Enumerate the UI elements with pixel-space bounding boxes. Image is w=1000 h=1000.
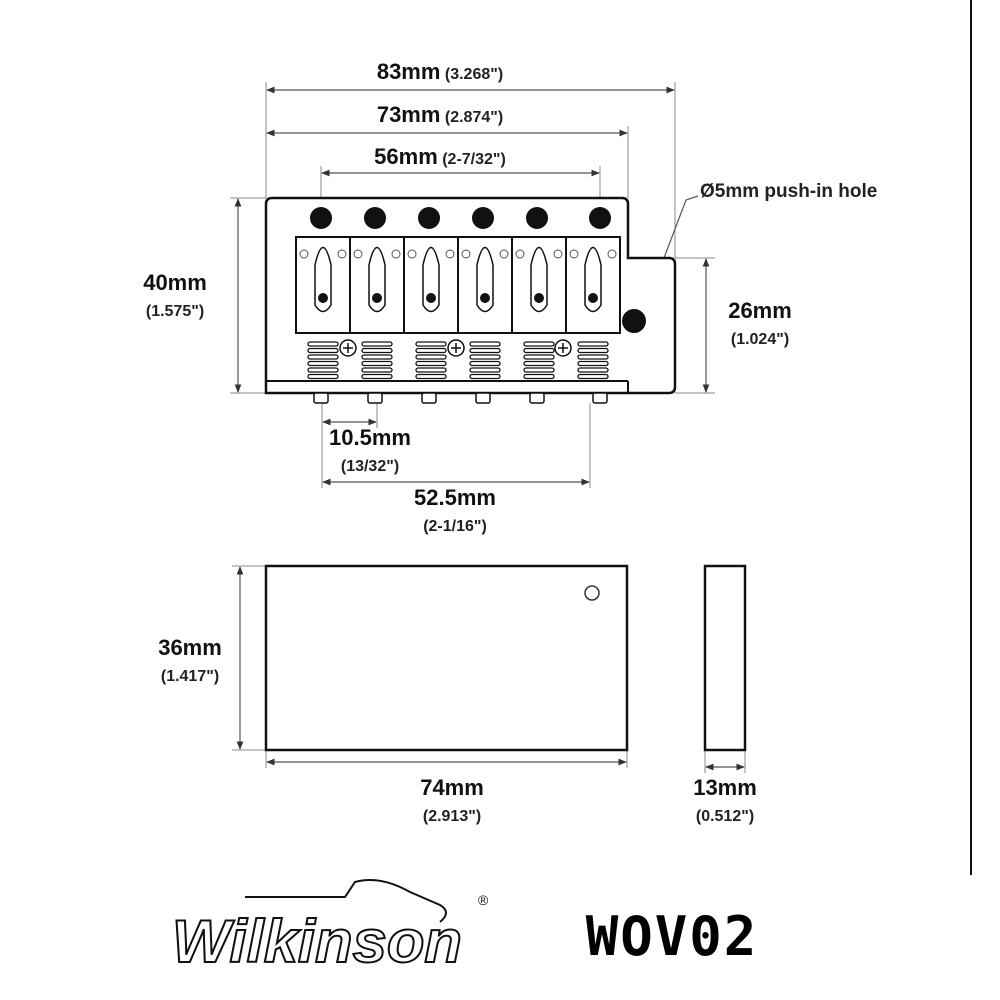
string-hole: [418, 207, 440, 229]
spring-coil: [469, 360, 501, 367]
string-hole: [472, 207, 494, 229]
spring-coil: [469, 367, 501, 373]
saddle-height-screw: [499, 249, 509, 259]
saddle-height-screw: [299, 249, 309, 259]
spring-coil: [469, 354, 501, 360]
spring-coil: [469, 341, 501, 347]
saddle-height-screw: [569, 249, 579, 259]
push-in-hole: [622, 309, 646, 333]
spring-coil: [415, 373, 447, 380]
dim-10-5: 10.5mm: [329, 425, 411, 450]
dim-26-in: (1.024"): [731, 331, 789, 348]
intonation-screw: [421, 392, 437, 404]
dim-40: 40mm: [143, 270, 207, 295]
saddle-height-screw: [553, 249, 563, 259]
spring-coil: [361, 354, 393, 360]
saddle-height-screw: [337, 249, 347, 259]
intonation-screw: [367, 392, 383, 404]
saddles: [295, 236, 621, 404]
wilkinson-logo: Wilkinson ®: [171, 879, 489, 976]
spring-coil: [577, 373, 609, 380]
string-ball: [534, 293, 544, 303]
intonation-screw: [529, 392, 545, 404]
saddle-height-screw: [515, 249, 525, 259]
spring-coil: [469, 347, 501, 354]
spring-coil: [469, 373, 501, 380]
spring-coil: [307, 341, 339, 347]
dim-56: 56mm (2-7/32"): [374, 144, 506, 169]
dim-13-in: (0.512"): [696, 808, 754, 825]
spring-coil: [577, 341, 609, 347]
spring-coil: [523, 367, 555, 373]
spring-coil: [361, 373, 393, 380]
spring-coil: [523, 341, 555, 347]
spring-coil: [523, 373, 555, 380]
spring-coil: [577, 347, 609, 354]
model-number: WOV02: [586, 905, 759, 968]
string-ball: [480, 293, 490, 303]
dimension-lines: [234, 86, 745, 771]
spring-coil: [415, 360, 447, 367]
string-ball: [372, 293, 382, 303]
saddle-height-screw: [353, 249, 363, 259]
spring-coil: [523, 360, 555, 367]
spring-coil: [415, 354, 447, 360]
dim-73: 73mm (2.874"): [377, 102, 503, 127]
dim-36-in: (1.417"): [161, 668, 219, 685]
screw-slot: [343, 343, 353, 353]
dim-40-in: (1.575"): [146, 303, 204, 320]
spring-coil: [415, 341, 447, 347]
saddle-height-screw: [445, 249, 455, 259]
spring-coil: [307, 347, 339, 354]
spring-coil: [307, 367, 339, 373]
string-hole: [526, 207, 548, 229]
spring-coil: [361, 360, 393, 367]
spring-coil: [415, 347, 447, 354]
spring-coil: [361, 347, 393, 354]
dim-74-in: (2.913"): [423, 808, 481, 825]
string-hole: [589, 207, 611, 229]
spring-coil: [307, 373, 339, 380]
dim-52-5-in: (2-1/16"): [423, 518, 487, 535]
spring-coil: [307, 354, 339, 360]
dim-10-5-in: (13/32"): [341, 458, 399, 475]
string-holes: [310, 207, 611, 229]
spring-coil: [361, 341, 393, 347]
dim-52-5: 52.5mm: [414, 485, 496, 510]
spring-coil: [361, 367, 393, 373]
saddle-height-screw: [407, 249, 417, 259]
sustain-block-front: [264, 564, 629, 752]
spring-coil: [415, 367, 447, 373]
sustain-block-side: [703, 564, 747, 752]
screw-slot: [558, 343, 568, 353]
push-in-hole-label: Ø5mm push-in hole: [700, 181, 877, 202]
dim-36: 36mm: [158, 635, 222, 660]
spring-coil: [523, 347, 555, 354]
dim-83: 83mm (3.268"): [377, 59, 503, 84]
block-hole: [584, 585, 600, 601]
intonation-screw: [592, 392, 608, 404]
intonation-screw: [475, 392, 491, 404]
intonation-screw: [313, 392, 329, 404]
saddle-height-screw: [607, 249, 617, 259]
screw-slot: [451, 343, 461, 353]
dim-13: 13mm: [693, 775, 757, 800]
spring-coil: [577, 360, 609, 367]
saddle-height-screw: [461, 249, 471, 259]
saddle-height-screw: [391, 249, 401, 259]
registered-mark: ®: [478, 892, 489, 908]
extension-lines: [230, 82, 746, 773]
string-ball: [318, 293, 328, 303]
spring-coil: [577, 367, 609, 373]
spring-coil: [307, 360, 339, 367]
dim-26: 26mm: [728, 298, 792, 323]
string-ball: [426, 293, 436, 303]
dim-74: 74mm: [420, 775, 484, 800]
string-ball: [588, 293, 598, 303]
logo-wordmark: Wilkinson: [172, 908, 462, 975]
spring-coil: [577, 354, 609, 360]
string-hole: [310, 207, 332, 229]
string-hole: [364, 207, 386, 229]
spring-coil: [523, 354, 555, 360]
